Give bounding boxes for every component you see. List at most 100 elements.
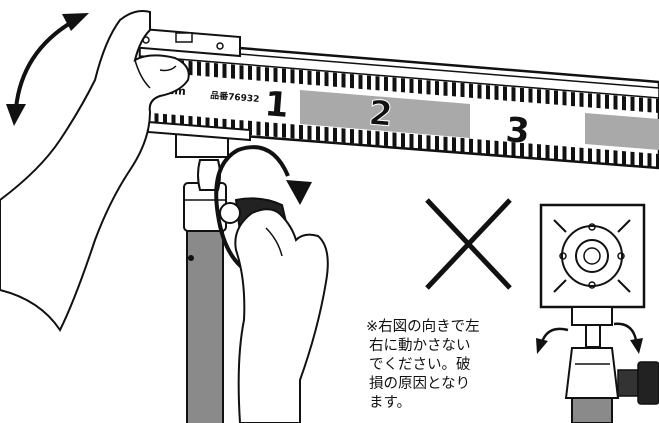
ruler-tick: [205, 62, 210, 77]
caution-note: ※右図の向きで左 右に動かさない でください。破 損の原因となり ます。: [366, 318, 526, 413]
ruler-tick: [239, 65, 244, 80]
ruler-tick: [630, 151, 635, 167]
ruler-bar: 0cm 品番76932 1 2 3: [129, 26, 659, 170]
ruler-tick: [358, 74, 363, 90]
caution-note-line: ※右図の向きで左: [366, 319, 480, 335]
ruler-tick: [426, 135, 431, 150]
ruler-tick: [605, 149, 609, 164]
ruler-tick: [562, 146, 567, 161]
swing-arrow-icon: [6, 13, 89, 126]
ruler-tick: [639, 152, 643, 167]
caution-note-line: ます。: [369, 395, 412, 411]
ruler-tick: [494, 85, 499, 101]
ruler-tick: [231, 64, 235, 79]
ruler-tick: [554, 90, 558, 105]
mount-plate-detail: [539, 203, 659, 423]
ruler-tick: [452, 82, 456, 97]
ruler-tick: [520, 142, 524, 158]
ruler-tick: [375, 131, 380, 146]
ruler-tick: [477, 84, 482, 99]
ruler-tick: [256, 121, 261, 136]
ruler-tick: [290, 124, 295, 139]
ruler-tick: [307, 125, 312, 140]
ruler-tick: [486, 140, 490, 155]
ruler-tick: [443, 136, 448, 151]
ruler-tick: [409, 78, 414, 94]
ruler-tick: [316, 71, 320, 86]
left-hand: [0, 10, 190, 332]
ruler-tick: [596, 148, 601, 164]
ruler-tick: [460, 82, 465, 98]
ruler-tick: [367, 75, 371, 90]
ruler-number-2: 2: [367, 93, 394, 135]
ruler-tick: [656, 98, 659, 114]
ruler-tick: [528, 88, 533, 103]
ruler-tick: [401, 78, 405, 93]
ruler-tick: [384, 131, 388, 147]
ruler-tick: [520, 87, 524, 103]
ruler-tick: [418, 79, 422, 94]
ruler-tick: [384, 76, 388, 92]
ruler-tick: [324, 71, 329, 87]
ruler-tick: [307, 70, 312, 85]
ruler-tick: [435, 80, 439, 96]
ruler-tick: [409, 133, 414, 149]
ruler-number-1: 1: [263, 84, 290, 126]
ruler-tick: [426, 80, 431, 95]
ruler-tick: [273, 122, 278, 138]
ruler-tick: [562, 91, 567, 106]
prohibited-cross-icon: [425, 198, 512, 290]
ruler-tick: [588, 148, 592, 163]
ruler-product-code: 品番76932: [210, 89, 260, 105]
ruler-tick: [647, 153, 652, 168]
ruler-tick: [511, 87, 516, 102]
ruler-tick: [537, 144, 541, 159]
ruler-tick: [358, 129, 363, 145]
ruler-tick: [248, 65, 252, 80]
ruler-tick: [282, 68, 286, 83]
ruler-tick: [375, 76, 380, 91]
right-hand: [234, 208, 329, 423]
ruler-tick: [452, 137, 456, 152]
ruler-tick: [503, 141, 507, 156]
ruler-tick: [588, 93, 592, 108]
ruler-tick: [350, 128, 354, 144]
ruler-tick: [443, 81, 448, 96]
ruler-tick: [494, 140, 499, 156]
ruler-tick: [333, 72, 337, 87]
ruler-tick: [265, 122, 269, 137]
ruler-tick: [545, 89, 550, 105]
ruler-tick: [622, 151, 626, 166]
ruler-tick: [256, 66, 261, 81]
ruler-tick: [528, 143, 533, 158]
ruler-tick: [656, 153, 659, 169]
ruler-tick: [613, 150, 618, 165]
ruler-tick: [341, 73, 346, 88]
ruler-tick: [299, 69, 303, 85]
ruler-tick: [392, 77, 397, 92]
ruler-tick: [639, 97, 643, 112]
caution-note-line: 損の原因となり: [369, 376, 471, 392]
ruler-number-3: 3: [504, 110, 531, 152]
ruler-tick: [613, 95, 618, 110]
ruler-tick: [214, 63, 218, 78]
ruler-tick: [350, 73, 354, 89]
ruler-tick: [486, 85, 490, 100]
ruler-tick: [511, 142, 516, 157]
ruler-tick: [188, 60, 193, 76]
ruler-tick: [222, 63, 227, 79]
ruler-tick: [265, 67, 269, 82]
ruler-tick: [630, 96, 635, 112]
ruler-tick: [282, 123, 286, 138]
ruler-tick: [622, 96, 626, 111]
ruler-tick: [401, 133, 405, 148]
ruler-tick: [418, 134, 422, 149]
ruler-tick: [333, 127, 337, 142]
ruler-tick: [554, 145, 558, 160]
ruler-tick: [503, 86, 507, 101]
ruler-tick: [460, 137, 465, 153]
left-right-arrows-icon: [536, 322, 643, 354]
ruler-tick: [596, 93, 601, 109]
